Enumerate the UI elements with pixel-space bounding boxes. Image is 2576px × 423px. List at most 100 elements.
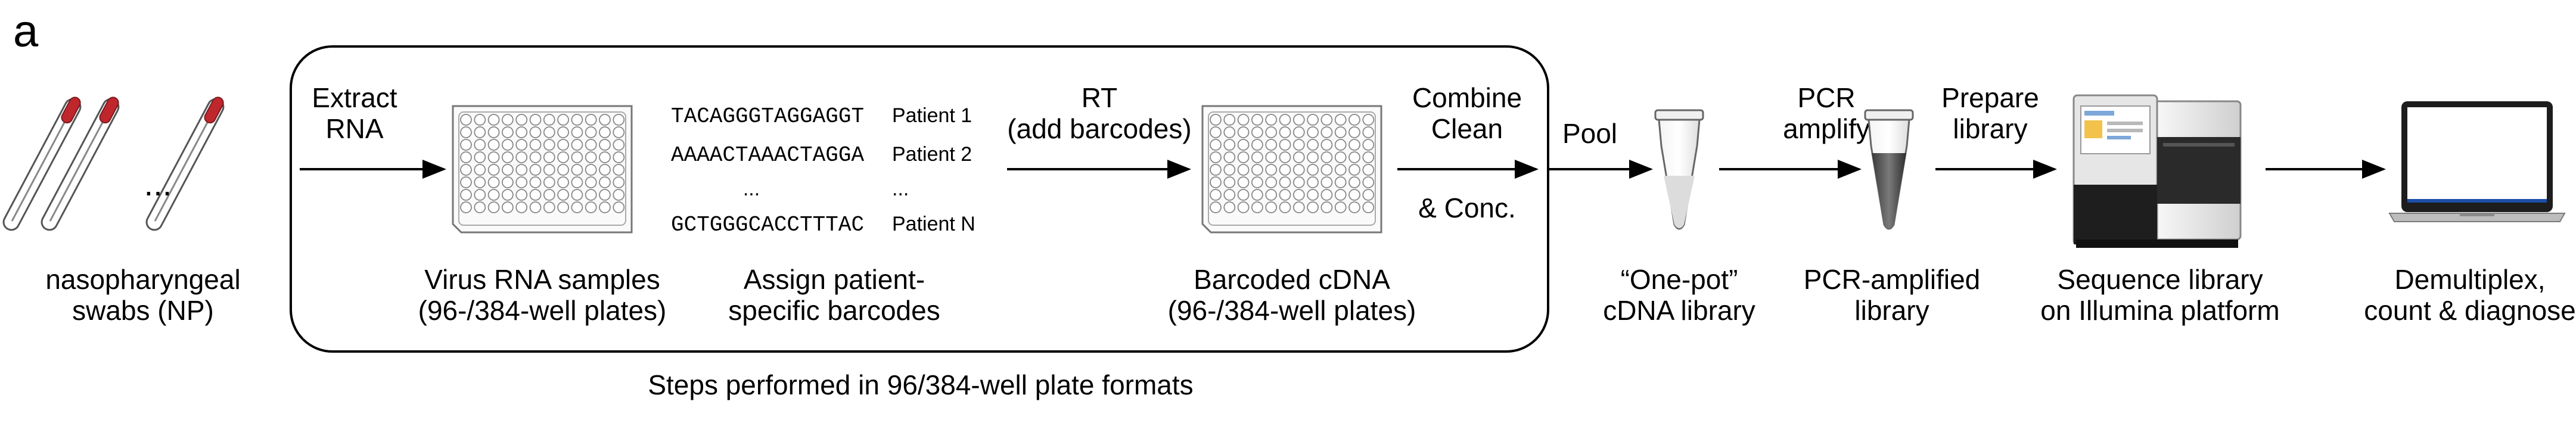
- barcode-seq-ellipsis: ...: [743, 178, 760, 200]
- plate-well: [1251, 201, 1263, 213]
- plate-well: [487, 114, 500, 126]
- plate-well: [529, 114, 542, 126]
- plate-well: [487, 151, 500, 163]
- rt-label-1: RT: [1082, 82, 1118, 113]
- plate-well: [1210, 201, 1222, 213]
- assign-caption-2: specific barcodes: [728, 295, 940, 326]
- plate-well: [1237, 151, 1250, 163]
- plate-well: [1348, 189, 1360, 201]
- plate-well: [1320, 164, 1333, 176]
- plate-well: [1251, 176, 1263, 188]
- plate-well: [1265, 126, 1278, 138]
- plate-well: [1237, 126, 1250, 138]
- plate-well: [1362, 201, 1375, 213]
- plate-well: [1292, 164, 1305, 176]
- plate-well: [1265, 189, 1278, 201]
- plate-well: [571, 176, 583, 188]
- plate-well: [1362, 189, 1375, 201]
- plate-well: [529, 164, 542, 176]
- plate-well: [1307, 114, 1319, 126]
- plate-well: [515, 139, 528, 151]
- plate-well: [1320, 114, 1333, 126]
- plate-well: [474, 189, 486, 201]
- plate-well: [529, 201, 542, 213]
- plate-well: [1292, 176, 1305, 188]
- plate-well: [571, 126, 583, 138]
- swab-ellipsis: ...: [144, 165, 172, 203]
- tube-icon: [1864, 109, 1914, 230]
- plate-well: [487, 176, 500, 188]
- barcode-patient-2: Patient 2: [892, 143, 972, 166]
- swab-2: [41, 97, 120, 231]
- plate-well: [1251, 114, 1263, 126]
- plate-well: [529, 151, 542, 163]
- virus-caption-1: Virus RNA samples: [424, 264, 660, 295]
- plate-well: [1279, 164, 1291, 176]
- plate-well: [1279, 114, 1291, 126]
- plate-well: [474, 151, 486, 163]
- plate-well: [1223, 201, 1236, 213]
- plate-well: [1279, 151, 1291, 163]
- plate-well: [1348, 114, 1360, 126]
- plate-well: [1223, 114, 1236, 126]
- plate-well: [1320, 176, 1333, 188]
- plate-well: [1223, 164, 1236, 176]
- well-plate-icon: [1201, 105, 1382, 234]
- plate-well: [1223, 189, 1236, 201]
- plate-well: [585, 126, 597, 138]
- plate-well: [557, 114, 570, 126]
- plate-well: [1334, 139, 1347, 151]
- plate-well: [1251, 164, 1263, 176]
- plate-well: [585, 114, 597, 126]
- plate-well: [474, 201, 486, 213]
- plate-well: [543, 201, 555, 213]
- plate-well: [613, 126, 625, 138]
- plate-well: [1292, 126, 1305, 138]
- plate-well: [502, 189, 514, 201]
- plate-well: [1307, 151, 1319, 163]
- plate-well: [529, 126, 542, 138]
- plate-well: [1362, 164, 1375, 176]
- plate-well: [502, 201, 514, 213]
- plate-well: [1362, 114, 1375, 126]
- plate-well: [502, 126, 514, 138]
- swab-label-2: swabs (NP): [72, 295, 214, 326]
- plate-well: [1237, 189, 1250, 201]
- plate-well: [487, 164, 500, 176]
- plate-well: [571, 114, 583, 126]
- plate-well: [1223, 176, 1236, 188]
- barcode-seq-2: AAAACTAAACTAGGA: [671, 143, 864, 167]
- plate-well: [599, 139, 611, 151]
- well-plate-icon: [452, 105, 633, 234]
- pool-label: Pool: [1562, 118, 1617, 149]
- plate-well: [599, 114, 611, 126]
- plate-well: [1320, 189, 1333, 201]
- plate-well: [1237, 114, 1250, 126]
- assign-caption-1: Assign patient-: [744, 264, 925, 295]
- plate-well: [1279, 176, 1291, 188]
- plate-well: [613, 189, 625, 201]
- plate-well: [502, 176, 514, 188]
- plate-well: [515, 126, 528, 138]
- plate-well: [1265, 114, 1278, 126]
- plate-well: [529, 176, 542, 188]
- plate-well: [460, 176, 472, 188]
- plate-well: [1223, 151, 1236, 163]
- pcr-label-1: PCR: [1797, 82, 1855, 113]
- plate-well: [460, 151, 472, 163]
- plate-well: [599, 151, 611, 163]
- plate-well: [599, 189, 611, 201]
- plate-well: [557, 189, 570, 201]
- plate-well: [543, 139, 555, 151]
- plate-well: [1279, 189, 1291, 201]
- barcode-patient-ellipsis: ...: [892, 178, 909, 200]
- virus-caption-2: (96-/384-well plates): [418, 295, 667, 326]
- laptop-icon: [2388, 101, 2566, 222]
- plate-well: [515, 176, 528, 188]
- plate-well: [585, 164, 597, 176]
- plate-well: [557, 176, 570, 188]
- plate-well: [460, 201, 472, 213]
- plate-well: [1292, 189, 1305, 201]
- plate-well: [613, 201, 625, 213]
